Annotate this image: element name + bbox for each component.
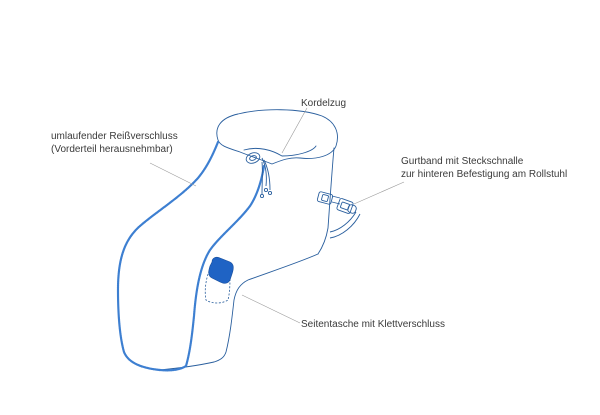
leader-pocket xyxy=(241,294,301,324)
pocket-velcro-flap xyxy=(208,256,234,284)
label-strap: Gurtband mit Steckschnalle zur hinteren … xyxy=(401,156,567,181)
drawstring-toggle xyxy=(245,152,273,199)
label-pocket-line1: Seitentasche mit Klettverschluss xyxy=(301,319,445,330)
side-pocket xyxy=(204,256,234,304)
label-drawstring: Kordelzug xyxy=(301,98,346,111)
leader-zipper xyxy=(149,162,197,187)
zipper-seam xyxy=(116,140,266,372)
leader-strap xyxy=(353,181,405,205)
pocket-outline xyxy=(204,263,231,304)
label-zipper-line2: (Vorderteil herausnehmbar) xyxy=(51,143,173,155)
label-drawstring-line1: Kordelzug xyxy=(301,98,347,109)
label-pocket: Seitentasche mit Klettverschluss xyxy=(301,319,445,332)
label-zipper: umlaufender Reißverschluss (Vorderteil h… xyxy=(51,131,178,156)
label-zipper-line1: umlaufender Reißverschluss xyxy=(51,131,178,142)
label-strap-line1: Gurtband mit Steckschnalle xyxy=(401,156,524,167)
leader-lines xyxy=(149,107,405,324)
leader-drawstring xyxy=(281,107,308,154)
strap-buckle xyxy=(316,191,361,239)
label-strap-line2: zur hinteren Befestigung am Rollstuhl xyxy=(401,168,568,180)
